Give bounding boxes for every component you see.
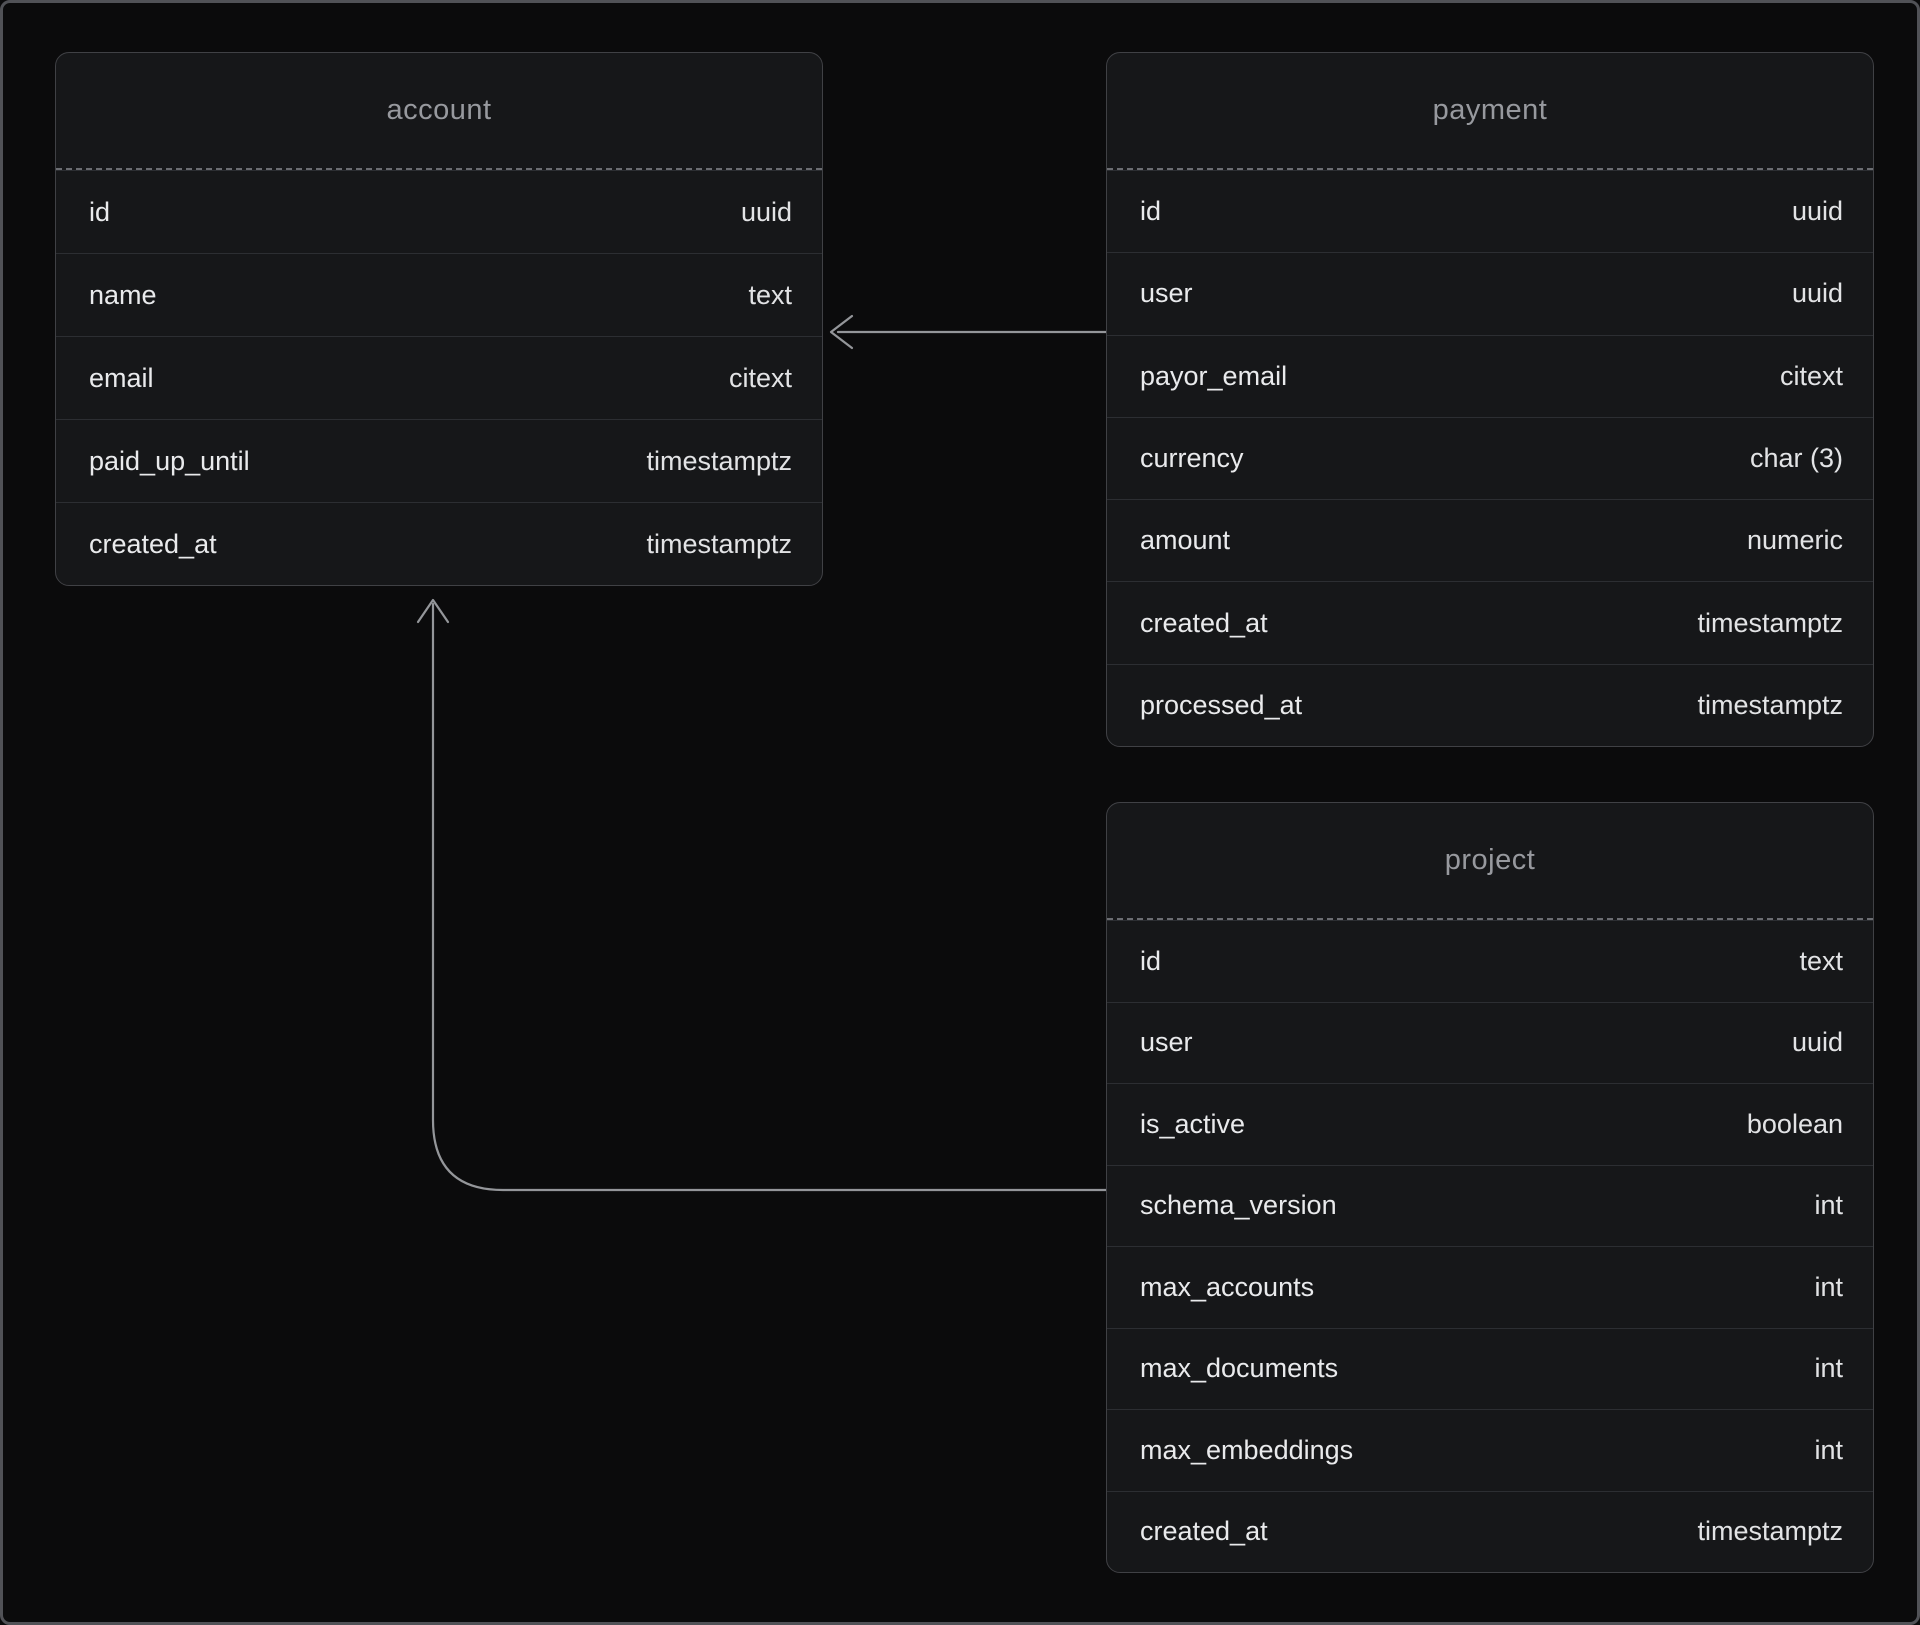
table-card-project[interactable]: project id text user uuid is_active bool… bbox=[1106, 802, 1874, 1573]
column-type: timestamptz bbox=[1697, 689, 1843, 720]
column-name: id bbox=[1140, 196, 1162, 227]
column-name: created_at bbox=[89, 528, 217, 559]
table-title: project bbox=[1444, 844, 1536, 876]
column-type: uuid bbox=[1791, 1027, 1843, 1058]
column-name: paid_up_until bbox=[89, 445, 250, 476]
table-row[interactable]: payor_email citext bbox=[1107, 334, 1873, 417]
relationship-arrow-project-account[interactable] bbox=[416, 598, 1108, 1192]
relationship-arrow-payment-account[interactable] bbox=[829, 314, 1108, 350]
column-type: timestamptz bbox=[646, 528, 792, 559]
column-type: int bbox=[1814, 1434, 1843, 1465]
table-row[interactable]: max_embeddings int bbox=[1107, 1409, 1873, 1491]
column-name: created_at bbox=[1140, 607, 1268, 638]
table-header-project[interactable]: project bbox=[1107, 803, 1873, 920]
column-type: timestamptz bbox=[1697, 1516, 1843, 1547]
table-row[interactable]: currency char (3) bbox=[1107, 416, 1873, 499]
column-type: char (3) bbox=[1749, 443, 1843, 474]
column-name: schema_version bbox=[1140, 1190, 1337, 1221]
table-row[interactable]: id uuid bbox=[1107, 170, 1873, 252]
table-card-payment[interactable]: payment id uuid user uuid payor_email ci… bbox=[1106, 52, 1874, 748]
column-type: boolean bbox=[1746, 1108, 1843, 1139]
column-name: user bbox=[1140, 1027, 1193, 1058]
column-name: max_documents bbox=[1140, 1353, 1339, 1384]
table-card-account[interactable]: account id uuid name text email citext p… bbox=[55, 52, 823, 586]
column-type: timestamptz bbox=[1697, 607, 1843, 638]
column-type: uuid bbox=[740, 196, 792, 227]
table-header-payment[interactable]: payment bbox=[1107, 53, 1873, 170]
table-title: account bbox=[386, 94, 492, 126]
table-row[interactable]: created_at timestamptz bbox=[1107, 581, 1873, 663]
table-row[interactable]: name text bbox=[56, 253, 822, 336]
column-name: amount bbox=[1140, 525, 1231, 556]
column-type: int bbox=[1814, 1353, 1843, 1384]
table-header-account[interactable]: account bbox=[56, 53, 822, 170]
column-type: text bbox=[1799, 945, 1843, 976]
column-type: uuid bbox=[1791, 196, 1843, 227]
column-name: name bbox=[89, 279, 157, 310]
column-type: uuid bbox=[1791, 278, 1843, 309]
column-type: timestamptz bbox=[646, 445, 792, 476]
column-name: processed_at bbox=[1140, 689, 1303, 720]
column-type: citext bbox=[728, 362, 792, 393]
arrowhead-left-icon bbox=[829, 314, 854, 350]
table-row[interactable]: created_at timestamptz bbox=[56, 502, 822, 585]
table-row[interactable]: id uuid bbox=[56, 170, 822, 253]
column-type: citext bbox=[1779, 360, 1843, 391]
column-name: email bbox=[89, 362, 154, 393]
column-type: int bbox=[1814, 1271, 1843, 1302]
table-row[interactable]: max_documents int bbox=[1107, 1327, 1873, 1410]
column-name: currency bbox=[1140, 443, 1244, 474]
column-name: is_active bbox=[1140, 1108, 1246, 1139]
column-name: id bbox=[1140, 945, 1162, 976]
column-name: payor_email bbox=[1140, 360, 1288, 391]
table-row[interactable]: user uuid bbox=[1107, 252, 1873, 334]
arrowhead-up-icon bbox=[416, 598, 450, 624]
table-row[interactable]: id text bbox=[1107, 920, 1873, 1002]
table-row[interactable]: paid_up_until timestamptz bbox=[56, 419, 822, 502]
table-row[interactable]: user uuid bbox=[1107, 1001, 1873, 1084]
column-name: user bbox=[1140, 278, 1193, 309]
column-type: int bbox=[1814, 1190, 1843, 1221]
column-name: max_embeddings bbox=[1140, 1434, 1354, 1465]
table-row[interactable]: max_accounts int bbox=[1107, 1246, 1873, 1328]
column-type: text bbox=[748, 279, 792, 310]
column-name: max_accounts bbox=[1140, 1271, 1315, 1302]
table-row[interactable]: processed_at timestamptz bbox=[1107, 663, 1873, 746]
table-row[interactable]: amount numeric bbox=[1107, 499, 1873, 581]
column-name: created_at bbox=[1140, 1516, 1268, 1547]
column-type: numeric bbox=[1746, 525, 1843, 556]
table-row[interactable]: created_at timestamptz bbox=[1107, 1490, 1873, 1573]
table-row[interactable]: is_active boolean bbox=[1107, 1083, 1873, 1165]
table-title: payment bbox=[1432, 94, 1548, 126]
table-row[interactable]: email citext bbox=[56, 336, 822, 419]
table-row[interactable]: schema_version int bbox=[1107, 1164, 1873, 1247]
column-name: id bbox=[89, 196, 111, 227]
